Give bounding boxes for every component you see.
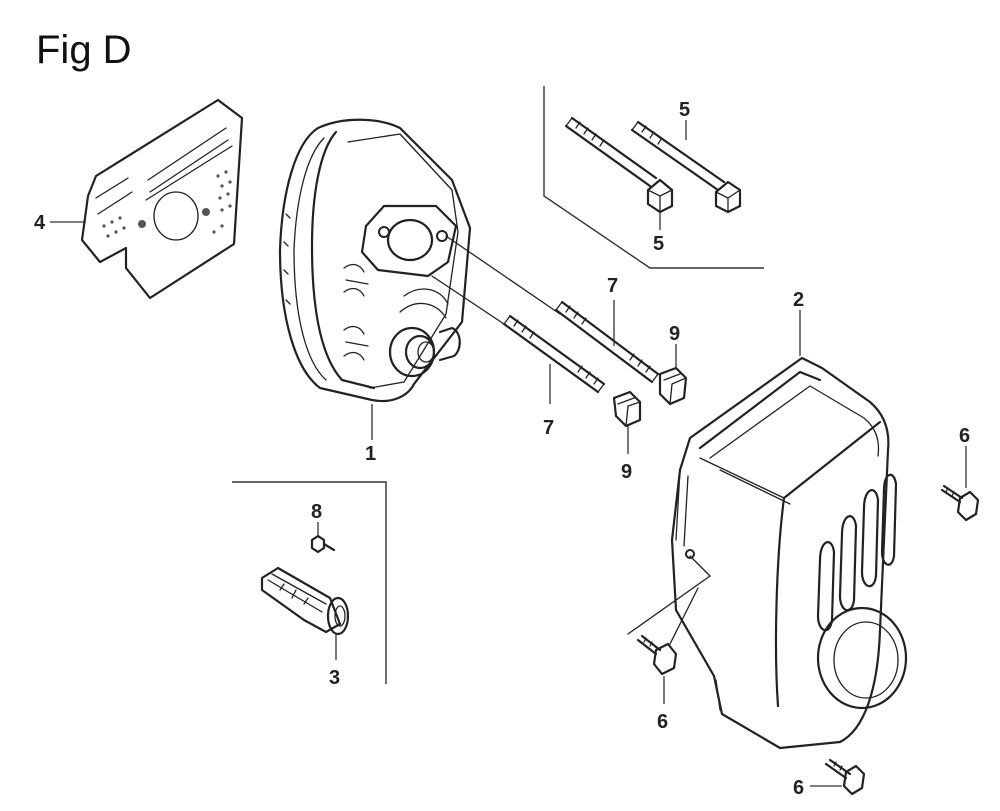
callout-bolt-upper: 5 <box>679 99 690 121</box>
callout-protector-bolt-bottom: 6 <box>793 777 804 799</box>
bolt-upper-part <box>564 116 674 214</box>
protector-bolt-right-part <box>940 484 980 522</box>
protector-bolt-bottom-part <box>824 758 866 796</box>
callout-stud-upper: 7 <box>607 275 618 297</box>
muffler-protector-part <box>670 356 908 750</box>
screw-part <box>310 534 336 554</box>
nut-upper-part <box>658 366 688 406</box>
bolt-lower-part <box>630 120 742 214</box>
callout-muffler-protector: 2 <box>793 289 804 311</box>
figure-title: Fig D <box>36 28 132 72</box>
callout-protector-bolt-left: 6 <box>657 711 668 733</box>
muffler-part <box>278 118 472 403</box>
gasket-part <box>80 98 244 300</box>
stud-lower-part <box>502 314 606 394</box>
callout-stud-lower: 7 <box>543 417 554 439</box>
protector-bolt-left-part <box>636 634 678 676</box>
callout-protector-bolt-right: 6 <box>959 425 970 447</box>
callout-screw: 8 <box>311 501 322 523</box>
spark-arrester-part <box>260 566 350 636</box>
stud-upper-part <box>554 300 660 384</box>
callout-nut-lower: 9 <box>621 461 632 483</box>
nut-lower-part <box>612 390 642 428</box>
callout-nut-upper: 9 <box>669 323 680 345</box>
callout-spark-arrester: 3 <box>329 667 340 689</box>
callout-bolt-lower: 5 <box>653 233 664 255</box>
callout-gasket: 4 <box>34 212 46 234</box>
callout-muffler: 1 <box>365 443 376 465</box>
